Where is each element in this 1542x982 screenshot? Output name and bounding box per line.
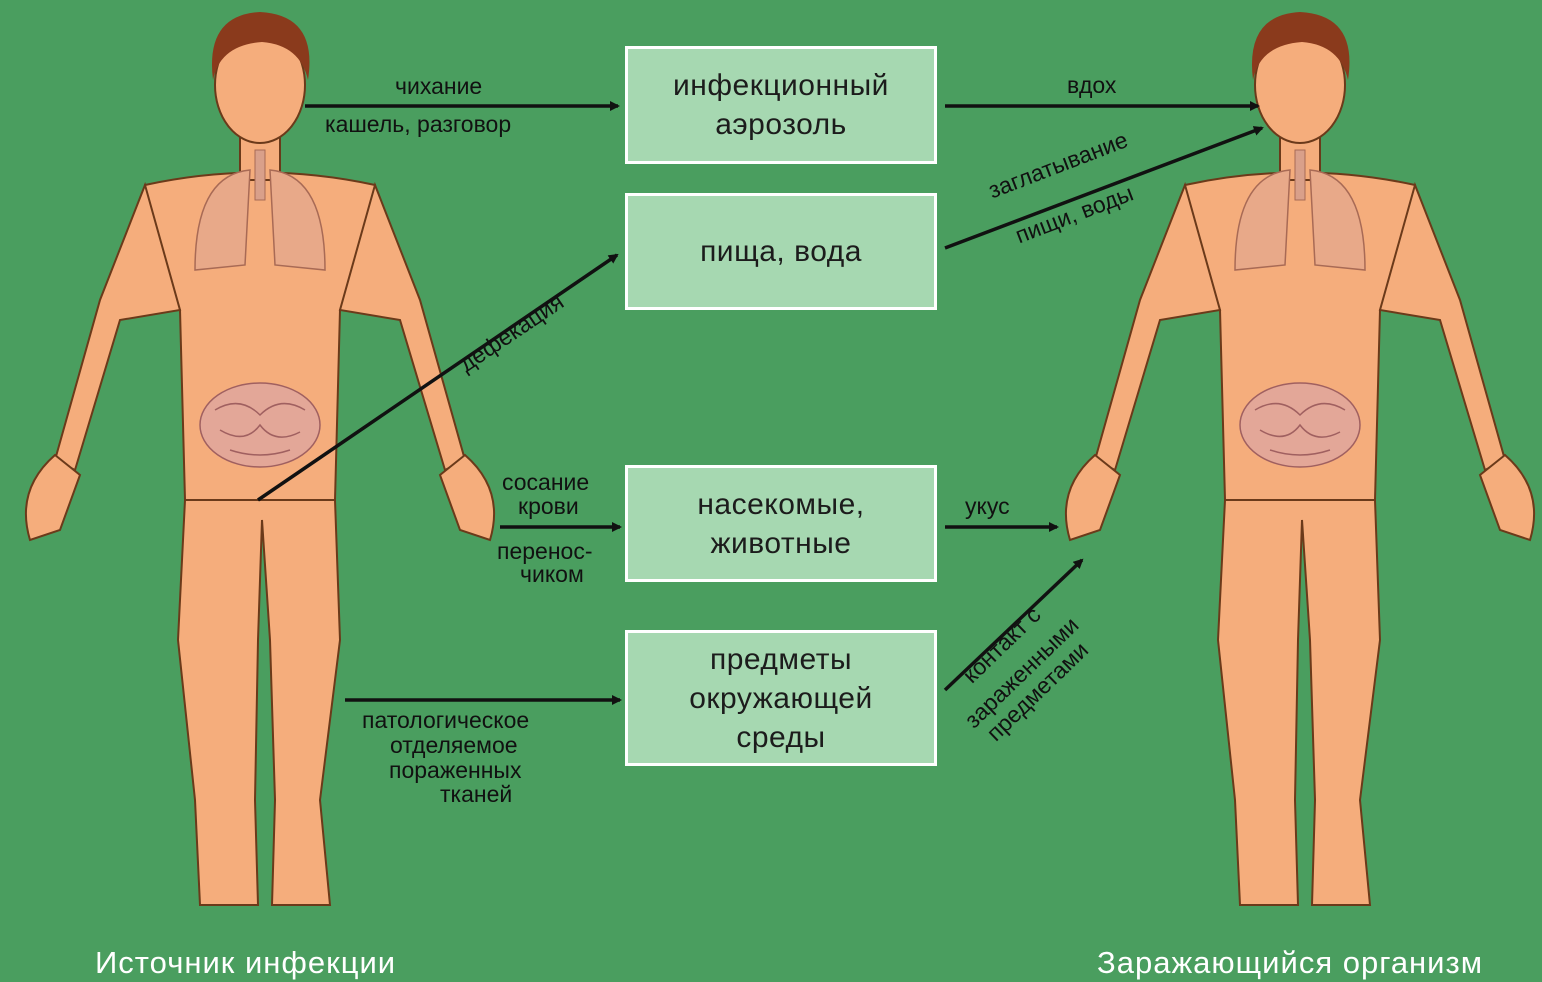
label-cough: кашель, разговор xyxy=(325,112,511,136)
label-vector-1: перенос- xyxy=(497,539,592,563)
label-discharge-2: отделяемое xyxy=(390,733,518,757)
label-sneeze: чихание xyxy=(395,74,482,98)
box-food-text: пища, вода xyxy=(700,232,862,271)
label-blood-2: крови xyxy=(518,494,579,518)
box-aerosol-text: инфекционный аэрозоль xyxy=(673,66,889,144)
box-environment-objects: предметы окружающей среды xyxy=(625,630,937,766)
label-blood-1: сосание xyxy=(502,470,589,494)
label-vector-2: чиком xyxy=(520,562,584,586)
label-discharge-3: пораженных xyxy=(389,758,521,782)
box-insects-animals: насекомые, животные xyxy=(625,465,937,582)
box-insects-text: насекомые, животные xyxy=(697,485,864,563)
label-discharge-4: тканей xyxy=(440,782,512,806)
recipient-body-figure xyxy=(1066,12,1534,905)
box-food-water: пища, вода xyxy=(625,193,937,310)
caption-recipient-organism: Заражающийся организм xyxy=(1097,945,1483,981)
label-discharge-1: патологическое xyxy=(362,708,529,732)
box-objects-text: предметы окружающей среды xyxy=(689,640,873,757)
label-inhale: вдох xyxy=(1067,73,1116,97)
label-bite: укус xyxy=(965,494,1010,518)
box-infectious-aerosol: инфекционный аэрозоль xyxy=(625,46,937,164)
caption-infection-source: Источник инфекции xyxy=(95,945,396,981)
